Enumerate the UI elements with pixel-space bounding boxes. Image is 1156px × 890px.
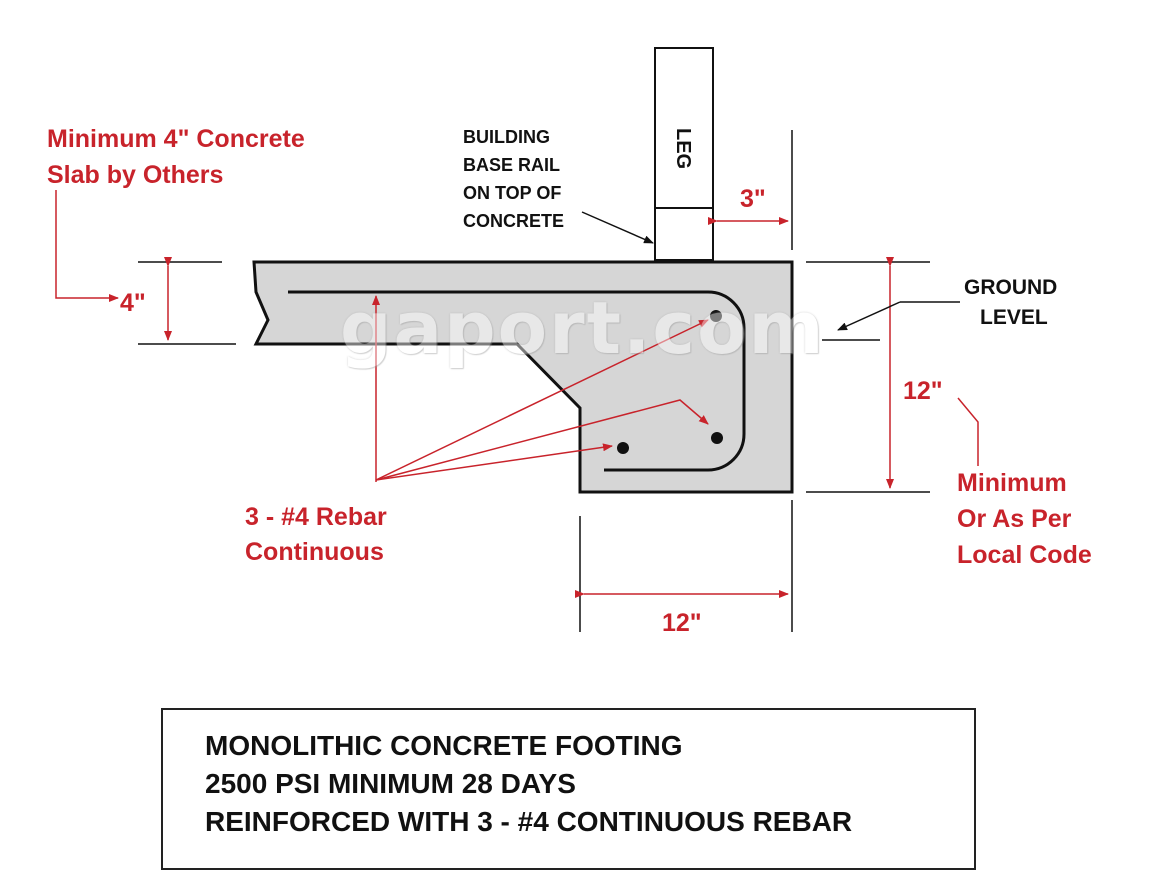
rebar-stirrup — [288, 290, 746, 472]
base-rail-note-line4: CONCRETE — [463, 211, 565, 231]
min-note-line2: Or As Per — [957, 505, 1072, 533]
base-rail-note-line3: ON TOP OF — [463, 183, 562, 203]
rebar-note-line2: Continuous — [245, 538, 384, 566]
base-rail — [654, 207, 714, 261]
caption-line-3: REINFORCED WITH 3 - #4 CONTINUOUS REBAR — [205, 806, 853, 837]
min-note-line1: Minimum — [957, 469, 1067, 497]
min-note-leader — [957, 397, 979, 466]
dim-4-label: 4" — [120, 289, 146, 317]
base-rail-note-line2: BASE RAIL — [463, 155, 561, 175]
slab-note-line1: Minimum 4" Concrete — [47, 125, 305, 153]
caption-line-1: MONOLITHIC CONCRETE FOOTING — [205, 730, 683, 761]
rebar-leader-1 — [375, 319, 709, 481]
caption-line-2: 2500 PSI MINIMUM 28 DAYS — [205, 768, 576, 799]
concrete-section — [252, 260, 794, 494]
rebar-note-line1: 3 - #4 Rebar — [245, 503, 387, 531]
leg-column — [654, 47, 714, 209]
rebar-bar-top — [710, 310, 722, 322]
slab-note-leader — [55, 190, 119, 302]
rebar-bar-bottom-right — [711, 432, 723, 444]
ground-level-line1: GROUND — [964, 276, 1058, 299]
caption-box: MONOLITHIC CONCRETE FOOTING 2500 PSI MIN… — [161, 708, 976, 870]
ground-level-line2: LEVEL — [980, 306, 1048, 329]
rebar-bar-bottom-left — [617, 442, 629, 454]
ground-level-leader — [837, 301, 901, 331]
dim-12-vertical-label: 12" — [903, 377, 943, 405]
rebar-leader-3 — [375, 443, 613, 481]
watermark-text: gaport.com — [340, 286, 826, 370]
leg-label: LEG — [672, 128, 694, 170]
slab-note-line2: Slab by Others — [47, 161, 224, 189]
base-rail-note-line1: BUILDING — [463, 127, 550, 147]
dim-3-label: 3" — [740, 185, 766, 213]
rebar-leader-2 — [375, 399, 709, 481]
min-note-line3: Local Code — [957, 541, 1092, 569]
dim-12-horizontal-label: 12" — [662, 609, 702, 637]
base-rail-leader — [581, 211, 654, 244]
